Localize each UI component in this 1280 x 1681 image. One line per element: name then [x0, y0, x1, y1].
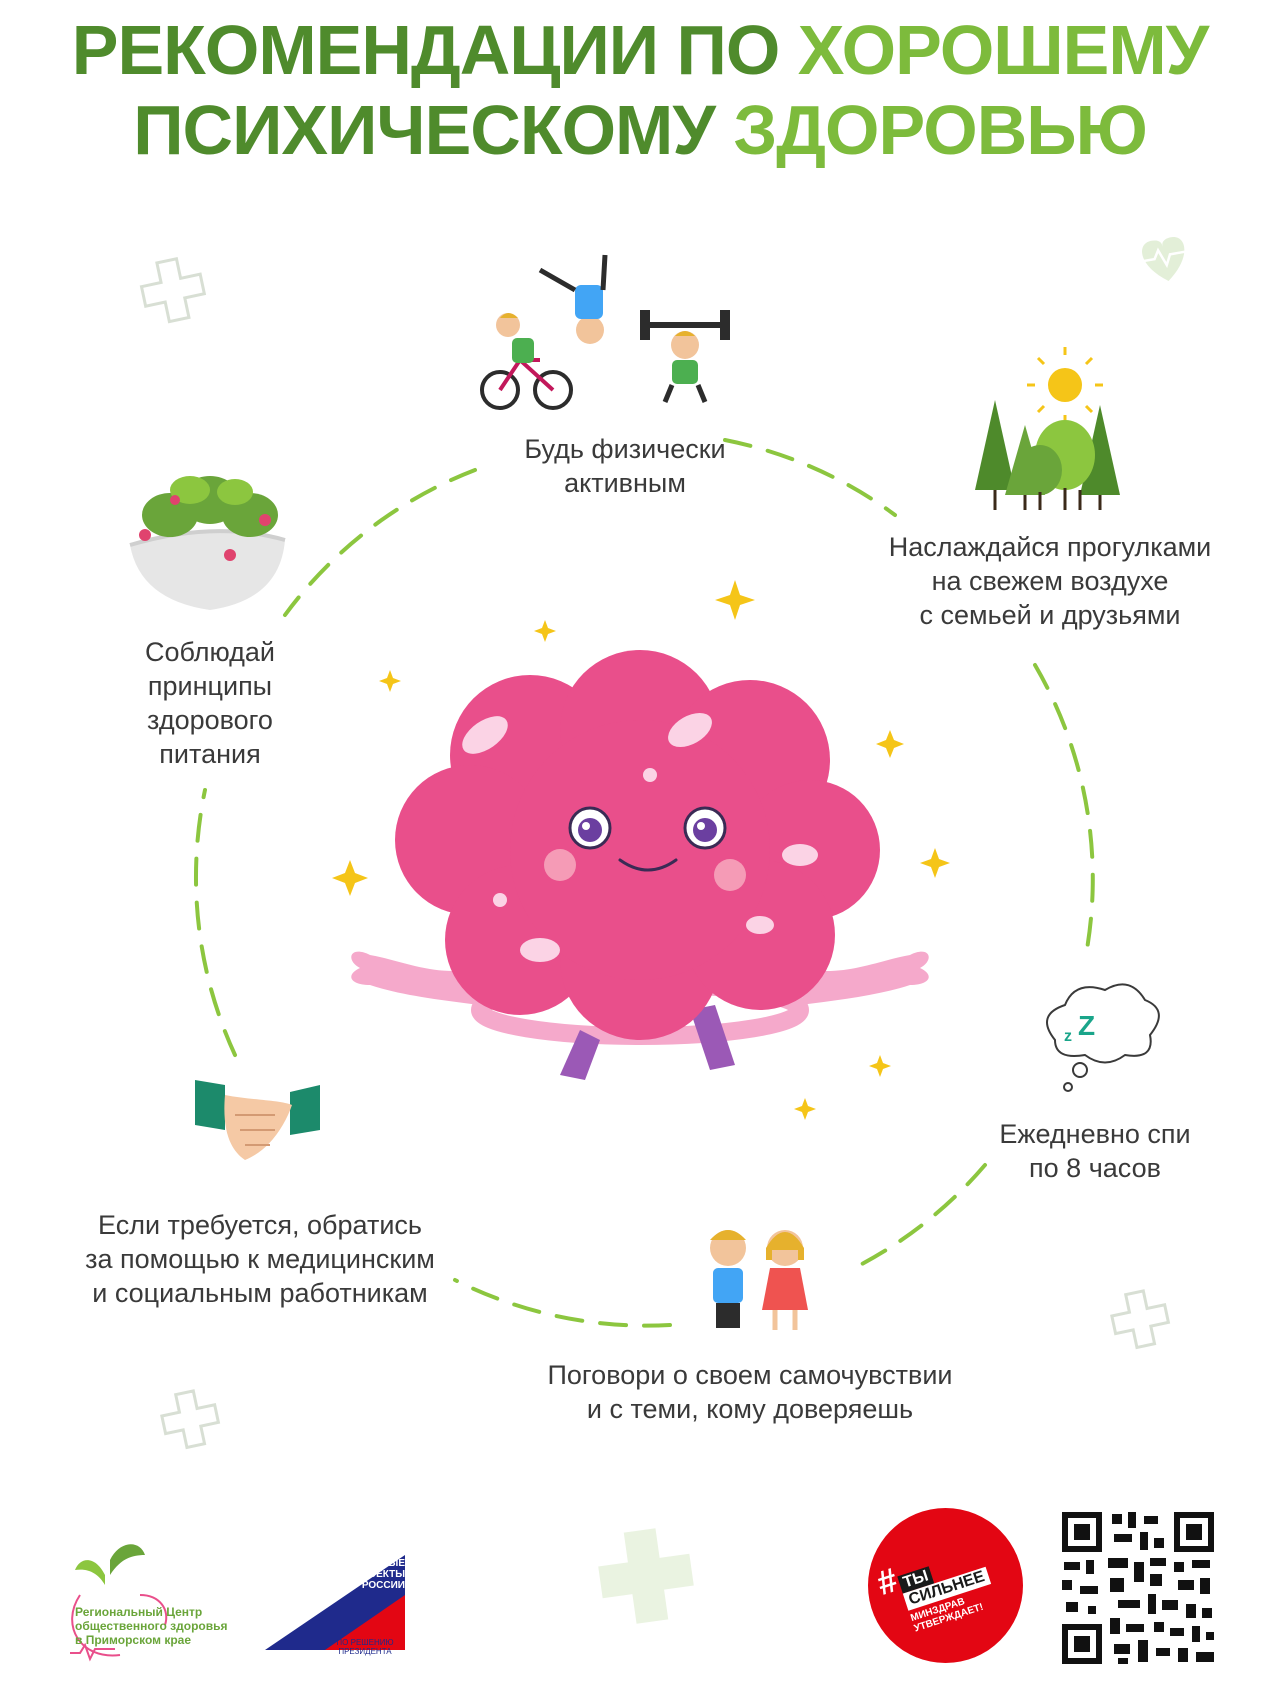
dashed-circle	[193, 438, 1095, 1328]
salad-bowl-icon	[129, 476, 286, 610]
qr-code[interactable]	[1058, 1508, 1218, 1668]
brain-mascot-illustration	[351, 650, 929, 1080]
tip-talk-to-trusted: Поговори о своем самочувствии и с теми, …	[547, 1360, 953, 1424]
campaign-hash: #	[872, 1561, 903, 1604]
tip-ask-for-help: Если требуется, обратись за помощью к ме…	[85, 1210, 435, 1308]
title-line-1: РЕКОМЕНДАЦИИ ПО ХОРОШЕМУ	[71, 11, 1209, 89]
national-projects-subtitle: ПО РЕШЕНИЮ ПРЕЗИДЕНТА	[336, 1638, 394, 1656]
sleep-z-small: z	[1064, 1028, 1072, 1045]
sleep-z-big: Z	[1078, 1010, 1096, 1041]
tip-sleep-8-hours: Ежедневно спи по 8 часов	[999, 1119, 1191, 1183]
trees-icon	[975, 347, 1120, 510]
tip-healthy-nutrition: Соблюдай принципы здорового питания	[144, 637, 276, 769]
regional-center-name: Региональный Центр общественного здоровь…	[75, 1605, 228, 1647]
cross-outline-icon	[139, 257, 1171, 1450]
sleep-bubble-icon	[1046, 983, 1160, 1092]
title-line-2: ПСИХИЧЕСКОМУ ЗДОРОВЬЮ	[133, 91, 1148, 169]
campaign-badge: # ТЫ СИЛЬНЕЕ МИНЗДРАВ УТВЕРЖДАЕТ!	[868, 1508, 1023, 1663]
regional-center-logo	[70, 1544, 168, 1662]
exercise-icon	[480, 254, 730, 410]
poster-title: РЕКОМЕНДАЦИИ ПО ХОРОШЕМУ ПСИХИЧЕСКОМУ ЗД…	[0, 10, 1280, 170]
cross-filled-icon	[598, 1528, 694, 1624]
national-projects-title: НАЦИОНАЛЬНЫЕ ПРОЕКТЫ РОССИИ	[315, 1558, 405, 1591]
couple-icon	[710, 1230, 808, 1330]
sparkle-icon	[332, 580, 950, 1120]
tip-physical-activity: Будь физически активным	[524, 434, 726, 498]
tip-outdoor-walks: Наслаждайся прогулками на свежем воздухе…	[888, 532, 1212, 630]
handshake-icon	[195, 1080, 320, 1160]
campaign-text: ТЫ СИЛЬНЕЕ МИНЗДРАВ УТВЕРЖДАЕТ!	[897, 1542, 1020, 1635]
heart-pulse-icon	[1142, 237, 1186, 282]
national-projects-logo	[265, 1555, 405, 1650]
